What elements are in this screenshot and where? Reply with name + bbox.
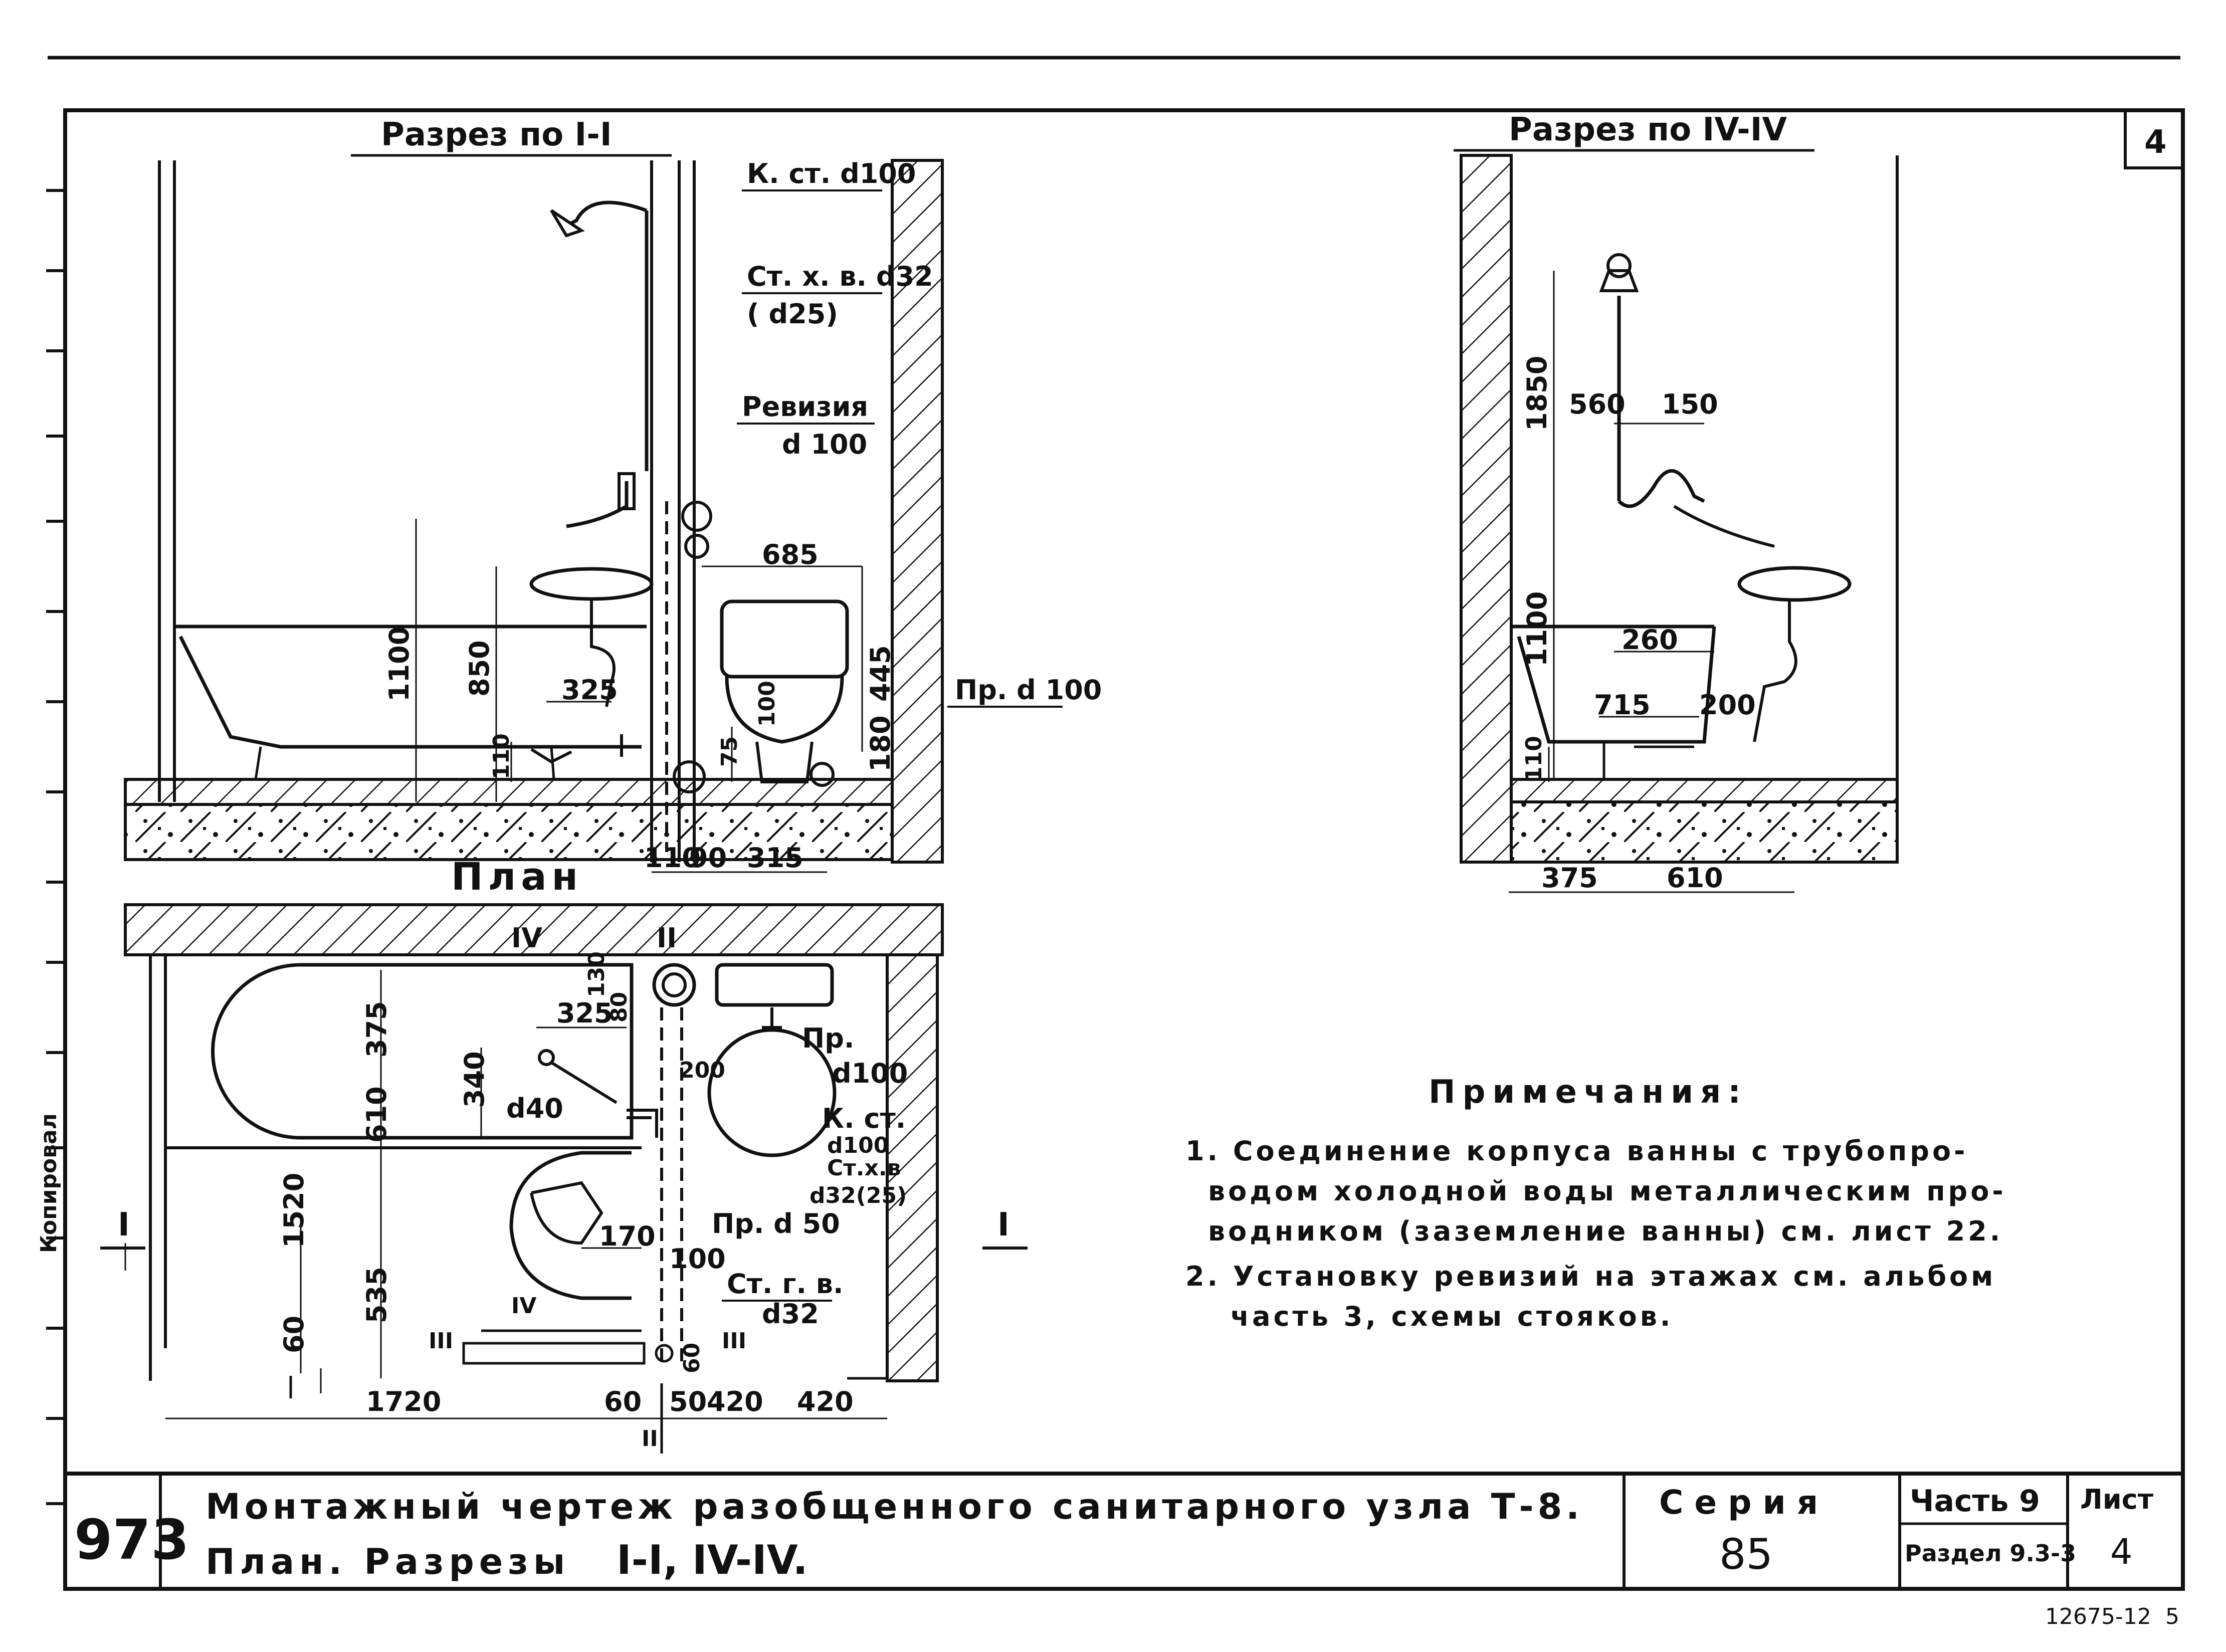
dim-850: 850 — [464, 640, 495, 697]
label-st-x-v-plan-d: d32(25) — [810, 1183, 907, 1208]
label-st-x-v-alt: ( d25) — [747, 298, 838, 330]
dim-420b: 420 — [797, 1386, 854, 1417]
title-block: 973 Монтажный чертеж разобщенного санита… — [65, 1472, 2183, 1589]
dim-685: 685 — [762, 539, 819, 570]
dim-50: 50 — [669, 1386, 707, 1417]
mark-iv: IV — [511, 922, 542, 954]
section-4-4: Разрез по IV-IV 1850 560 150 1100 — [1454, 111, 1899, 894]
dim-60b: 60 — [679, 1343, 705, 1373]
dim-610-s4: 610 — [1667, 862, 1723, 894]
bottom-page: 5 — [2165, 1604, 2179, 1629]
dim-90: 90 — [689, 842, 727, 874]
note-2-line-1: 2. Установку ревизий на этажах см. альбо… — [1185, 1261, 1996, 1292]
dim-375-s4: 375 — [1541, 862, 1598, 894]
sheet-label: Лист — [2080, 1484, 2154, 1515]
dim-315: 315 — [747, 842, 803, 874]
label-revision-d: d 100 — [782, 429, 867, 460]
label-branch: Пр. d 100 — [955, 674, 1102, 706]
mark-i-left: I — [118, 1206, 130, 1244]
dim-170: 170 — [599, 1220, 656, 1252]
series-value: 85 — [1719, 1530, 1773, 1579]
dim-200-plan: 200 — [679, 1058, 725, 1083]
sheet-frame: 4 Копировал — [36, 108, 2185, 1591]
dim-100-plan: 100 — [669, 1243, 726, 1275]
plan-view: План — [100, 854, 1028, 1454]
dim-560: 560 — [1569, 388, 1626, 420]
label-pr-d50: Пр. d 50 — [712, 1208, 840, 1240]
mark-ii: II — [657, 922, 677, 954]
dim-110b: 110 — [644, 842, 701, 874]
dim-60c: 60 — [604, 1386, 642, 1417]
section-1-1: Разрез по I-I — [124, 116, 1102, 874]
title-line-1: Монтажный чертеж разобщенного санитарног… — [206, 1486, 1583, 1527]
label-k-st-plan: К. ст. — [822, 1103, 906, 1134]
dim-375: 375 — [361, 1001, 392, 1058]
mark-ii-bottom: II — [642, 1426, 658, 1452]
note-1-line-1: 1. Соединение корпуса ванны с трубопро- — [1185, 1135, 1968, 1167]
dim-100: 100 — [754, 681, 780, 727]
bottom-ref: 12675-12 — [2045, 1604, 2151, 1629]
note-2-line-2: часть 3, схемы стояков. — [1231, 1301, 1673, 1332]
plan-title: План — [451, 854, 583, 899]
dim-110: 110 — [489, 733, 514, 779]
dim-340: 340 — [459, 1051, 490, 1108]
dim-325-plan: 325 — [556, 997, 613, 1029]
label-revision: Ревизия — [742, 391, 868, 423]
dim-60: 60 — [278, 1316, 310, 1353]
dim-1720: 1720 — [366, 1386, 441, 1417]
label-st-g-v: Ст. г. в. — [727, 1268, 843, 1300]
dim-75: 75 — [717, 736, 742, 767]
dim-110-s4: 110 — [1521, 736, 1547, 782]
label-k-st: К. ст. d100 — [747, 158, 916, 189]
dim-535: 535 — [361, 1267, 392, 1323]
dim-420: 420 — [707, 1386, 763, 1417]
section-label: Раздел 9.3-3 — [1905, 1540, 2076, 1567]
dim-1100: 1100 — [383, 627, 415, 702]
section-1-title: Разрез по I-I — [381, 116, 612, 153]
dim-610: 610 — [361, 1086, 392, 1143]
dim-80: 80 — [606, 992, 632, 1022]
dim-260: 260 — [1622, 624, 1678, 656]
label-pr-d100: d100 — [832, 1058, 908, 1089]
dim-200-s4: 200 — [1699, 689, 1756, 721]
sheet-value: 4 — [2110, 1531, 2133, 1572]
dim-325: 325 — [561, 674, 618, 706]
series-label: Серия — [1659, 1483, 1829, 1522]
note-1-line-2: водом холодной воды металлическим про- — [1208, 1175, 2006, 1207]
mark-iii-right: III — [722, 1328, 746, 1354]
side-stamp: Копировал — [36, 1113, 62, 1253]
corner-sheet-number: 4 — [2144, 124, 2167, 161]
label-st-x-v: Ст. х. в. d32 — [747, 261, 933, 292]
dim-1850: 1850 — [1521, 356, 1553, 431]
part-label: Часть 9 — [1910, 1484, 2040, 1519]
dim-1520: 1520 — [278, 1173, 310, 1248]
dim-150: 150 — [1662, 388, 1718, 420]
label-st-g-v-d: d32 — [762, 1298, 819, 1330]
label-d40: d40 — [506, 1093, 563, 1124]
label-st-x-v-plan: Ст.х.в — [827, 1155, 901, 1181]
dim-715: 715 — [1594, 689, 1651, 721]
title-line-2b: I-I, IV-IV. — [617, 1537, 808, 1583]
section-4-title: Разрез по IV-IV — [1509, 111, 1787, 148]
dim-445: 445 — [865, 645, 896, 702]
mark-iii-left: III — [429, 1328, 453, 1354]
dim-130: 130 — [584, 951, 610, 997]
mark-i-right: I — [997, 1206, 1009, 1244]
dim-1100-s4: 1100 — [1521, 591, 1553, 667]
note-1-line-3: водником (заземление ванны) см. лист 22. — [1208, 1215, 2003, 1247]
label-pr: Пр. — [802, 1022, 854, 1054]
mark-iv-bottom: IV — [511, 1293, 536, 1319]
title-line-2a: План. Разрезы — [206, 1541, 570, 1582]
notes-block: Примечания: 1. Соединение корпуса ванны … — [1185, 1074, 2006, 1332]
notes-heading: Примечания: — [1429, 1074, 1748, 1111]
dim-180: 180 — [865, 715, 896, 772]
title-code: 973 — [74, 1508, 189, 1572]
label-k-st-plan-d: d100 — [827, 1133, 889, 1158]
